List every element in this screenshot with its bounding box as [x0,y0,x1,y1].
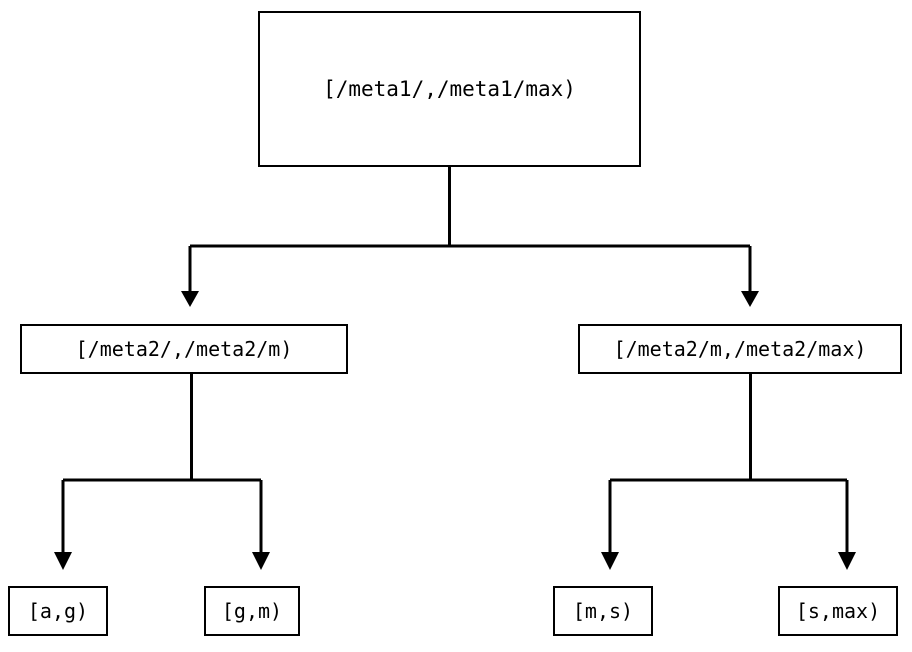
tree-node-leaf-4-label: [s,max) [795,599,881,623]
tree-node-root[interactable]: [/meta1/,/meta1/max) [258,11,641,167]
tree-node-root-label: [/meta1/,/meta1/max) [323,76,576,101]
tree-node-mid-left[interactable]: [/meta2/,/meta2/m) [20,324,348,374]
tree-node-leaf-3[interactable]: [m,s) [553,586,653,636]
arrowhead-mid-left-to-leaf-2 [252,552,270,570]
arrowhead-mid-right-to-leaf-4 [838,552,856,570]
tree-node-leaf-4[interactable]: [s,max) [778,586,898,636]
tree-node-leaf-2-label: [g,m) [221,599,283,623]
tree-node-leaf-3-label: [m,s) [572,599,634,623]
tree-node-leaf-2[interactable]: [g,m) [204,586,300,636]
tree-node-mid-right-label: [/meta2/m,/meta2/max) [613,337,867,361]
tree-node-mid-left-label: [/meta2/,/meta2/m) [75,337,293,361]
arrowhead-root-to-mid-left [181,291,199,307]
arrowhead-root-to-mid-right [741,291,759,307]
tree-node-leaf-1[interactable]: [a,g) [8,586,108,636]
arrowhead-mid-right-to-leaf-3 [601,552,619,570]
tree-node-mid-right[interactable]: [/meta2/m,/meta2/max) [578,324,902,374]
tree-node-leaf-1-label: [a,g) [27,599,89,623]
arrowhead-mid-left-to-leaf-1 [54,552,72,570]
